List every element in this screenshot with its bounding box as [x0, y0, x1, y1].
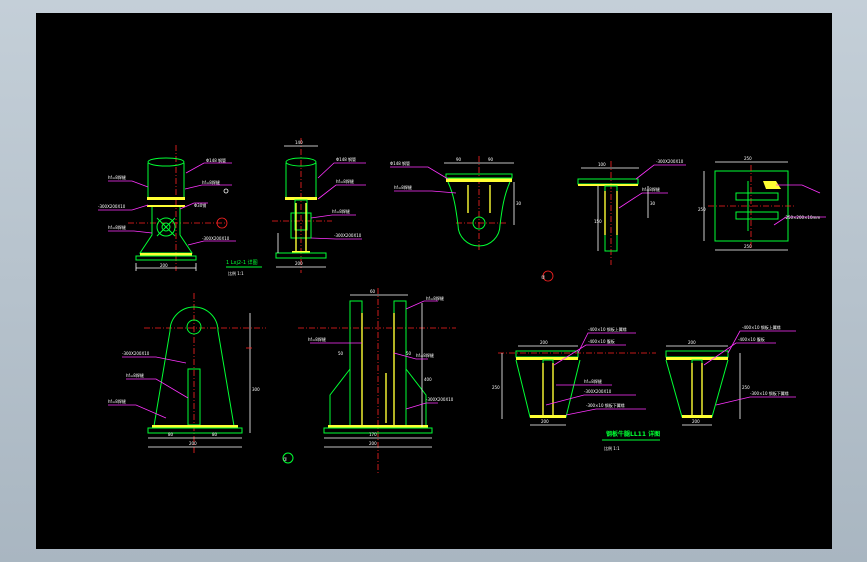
dim-text: 90: [488, 157, 494, 162]
detail-pipe-support-side: 140 200 Φ148 钢管 hf=8焊缝 hf=8焊缝 -300X200X1…: [272, 138, 366, 273]
detail-bracket-side: 60 170 200 400 50 50 hf=8焊缝 hf=8焊缝: [298, 288, 456, 473]
dim-text: 400: [424, 377, 432, 382]
label-pin: Φ30销: [194, 202, 206, 208]
label-t-weld: hf=8焊缝: [642, 186, 660, 192]
dim-text: 150: [594, 219, 602, 224]
label-girder-plate: -300X200X10: [584, 389, 612, 394]
dim-text: 250: [492, 385, 500, 390]
label-plate-plan: -250×200×10mm: [784, 215, 820, 220]
dim-text: 100: [598, 162, 606, 167]
dim-text: 50: [406, 351, 412, 356]
detail-large-bracket: 80 80 200 300 -300X200X10 hf=8焊缝 hf=8焊缝 …: [108, 293, 294, 464]
label-side-weld: hf=8焊缝: [426, 295, 444, 301]
dim-text: 140: [295, 140, 303, 145]
label-upper-flange: -400×10 钢板上翼缘: [588, 326, 627, 332]
label-side-weld-2: hf=8焊缝: [308, 336, 326, 342]
dim-text: 300: [252, 387, 260, 392]
dim-text: 200: [541, 419, 549, 424]
detail-scale-1: 比例 1:1: [228, 270, 244, 276]
dim-text: 250: [744, 156, 752, 161]
label-large-plate: -300X200X10: [122, 351, 150, 356]
dim-text: 90: [456, 157, 462, 162]
detail-pipe-support-front: 200 Φ148 钢管 hf=8焊缝 hf=8焊缝 -300X200X10 Φ3…: [98, 145, 236, 271]
label-large-weld-2: hf=8焊缝: [108, 398, 126, 404]
label-weld-3: hf=8焊缝: [108, 224, 126, 230]
detail-plate-plan: 250 -250×200×10mm 250 250: [698, 156, 826, 251]
dim-text: 50: [338, 351, 344, 356]
detail-bracket-pin: 90 90 30 Φ148 钢管 hf=8焊缝 ②: [390, 156, 554, 282]
dim-text: 60: [370, 289, 376, 294]
section-mark: ①: [283, 457, 288, 463]
dim-text: 250: [698, 207, 706, 212]
section-mark: ②: [541, 275, 546, 281]
dim-text: 200: [692, 419, 700, 424]
label-plate-2: -300X200X10: [202, 236, 230, 241]
dim-text: 250: [742, 385, 750, 390]
label-large-weld: hf=8焊缝: [126, 372, 144, 378]
dim-text: 200: [540, 340, 548, 345]
label-girder-weld: hf=8焊缝: [584, 378, 602, 384]
dim-text: 80: [212, 432, 218, 437]
label-plate: -300X200X10: [98, 204, 126, 209]
label-plate-side: -300X200X10: [334, 233, 362, 238]
label-upper-flange-r: -400×10 钢板上翼缘: [742, 324, 781, 330]
label-lower-flange: -300×10 钢板下翼缘: [586, 402, 625, 408]
dim-text: 200: [295, 261, 303, 266]
label-pipe-side: Φ148 钢管: [336, 156, 356, 162]
label-t-plate: -300X200X10: [656, 159, 684, 164]
label-lower-flange-r: -300×10 钢板下翼缘: [750, 390, 789, 396]
dim-text: 170: [369, 432, 377, 437]
label-side-weld-3: hf=8焊缝: [416, 352, 434, 358]
drawing-canvas: 200 Φ148 钢管 hf=8焊缝 hf=8焊缝 -300X200X10 Φ3…: [98, 138, 826, 473]
label-weld-2: hf=8焊缝: [202, 179, 220, 185]
dim-text: 200: [189, 441, 197, 446]
detail-t-plate: 100 150 -300X200X10 hf=8焊缝 30: [577, 159, 686, 265]
label-weld-side: hf=8焊缝: [336, 178, 354, 184]
label-pipe-bracket: Φ148 钢管: [390, 160, 410, 166]
label-side-plate: -300X200X10: [426, 397, 454, 402]
label-web: -400×10 腹板: [588, 338, 615, 344]
label-pipe: Φ148 钢管: [206, 157, 226, 163]
dim-text: 200: [369, 441, 377, 446]
label-weld-bracket: hf=8焊缝: [394, 184, 412, 190]
detail-title-2: 钢板牛腿LL11 详图: [606, 430, 660, 438]
label-weld: hf=8焊缝: [108, 174, 126, 180]
dim-text: 200: [160, 263, 168, 268]
dim-text: 30: [650, 201, 656, 206]
detail-scale-2: 比例 1:1: [604, 445, 620, 451]
dim-text: 30: [516, 201, 522, 206]
detail-title-1: 1 Lxj2-1 详图: [226, 259, 258, 266]
label-web-r: -400×10 腹板: [738, 336, 765, 342]
dim-text: 200: [688, 340, 696, 345]
label-weld-side-2: hf=8焊缝: [332, 208, 350, 214]
drawing-sheet[interactable]: 200 Φ148 钢管 hf=8焊缝 hf=8焊缝 -300X200X10 Φ3…: [36, 13, 832, 549]
dim-text: 250: [744, 244, 752, 249]
dim-text: 80: [168, 432, 174, 437]
detail-girder-right: 200 250 200 -400×10 钢板上翼缘 -400×10 腹板 -30…: [665, 324, 796, 426]
detail-girder-left: 200 250 200 -400×10 钢板上翼缘 -400×10 腹板 hf=…: [492, 326, 656, 426]
